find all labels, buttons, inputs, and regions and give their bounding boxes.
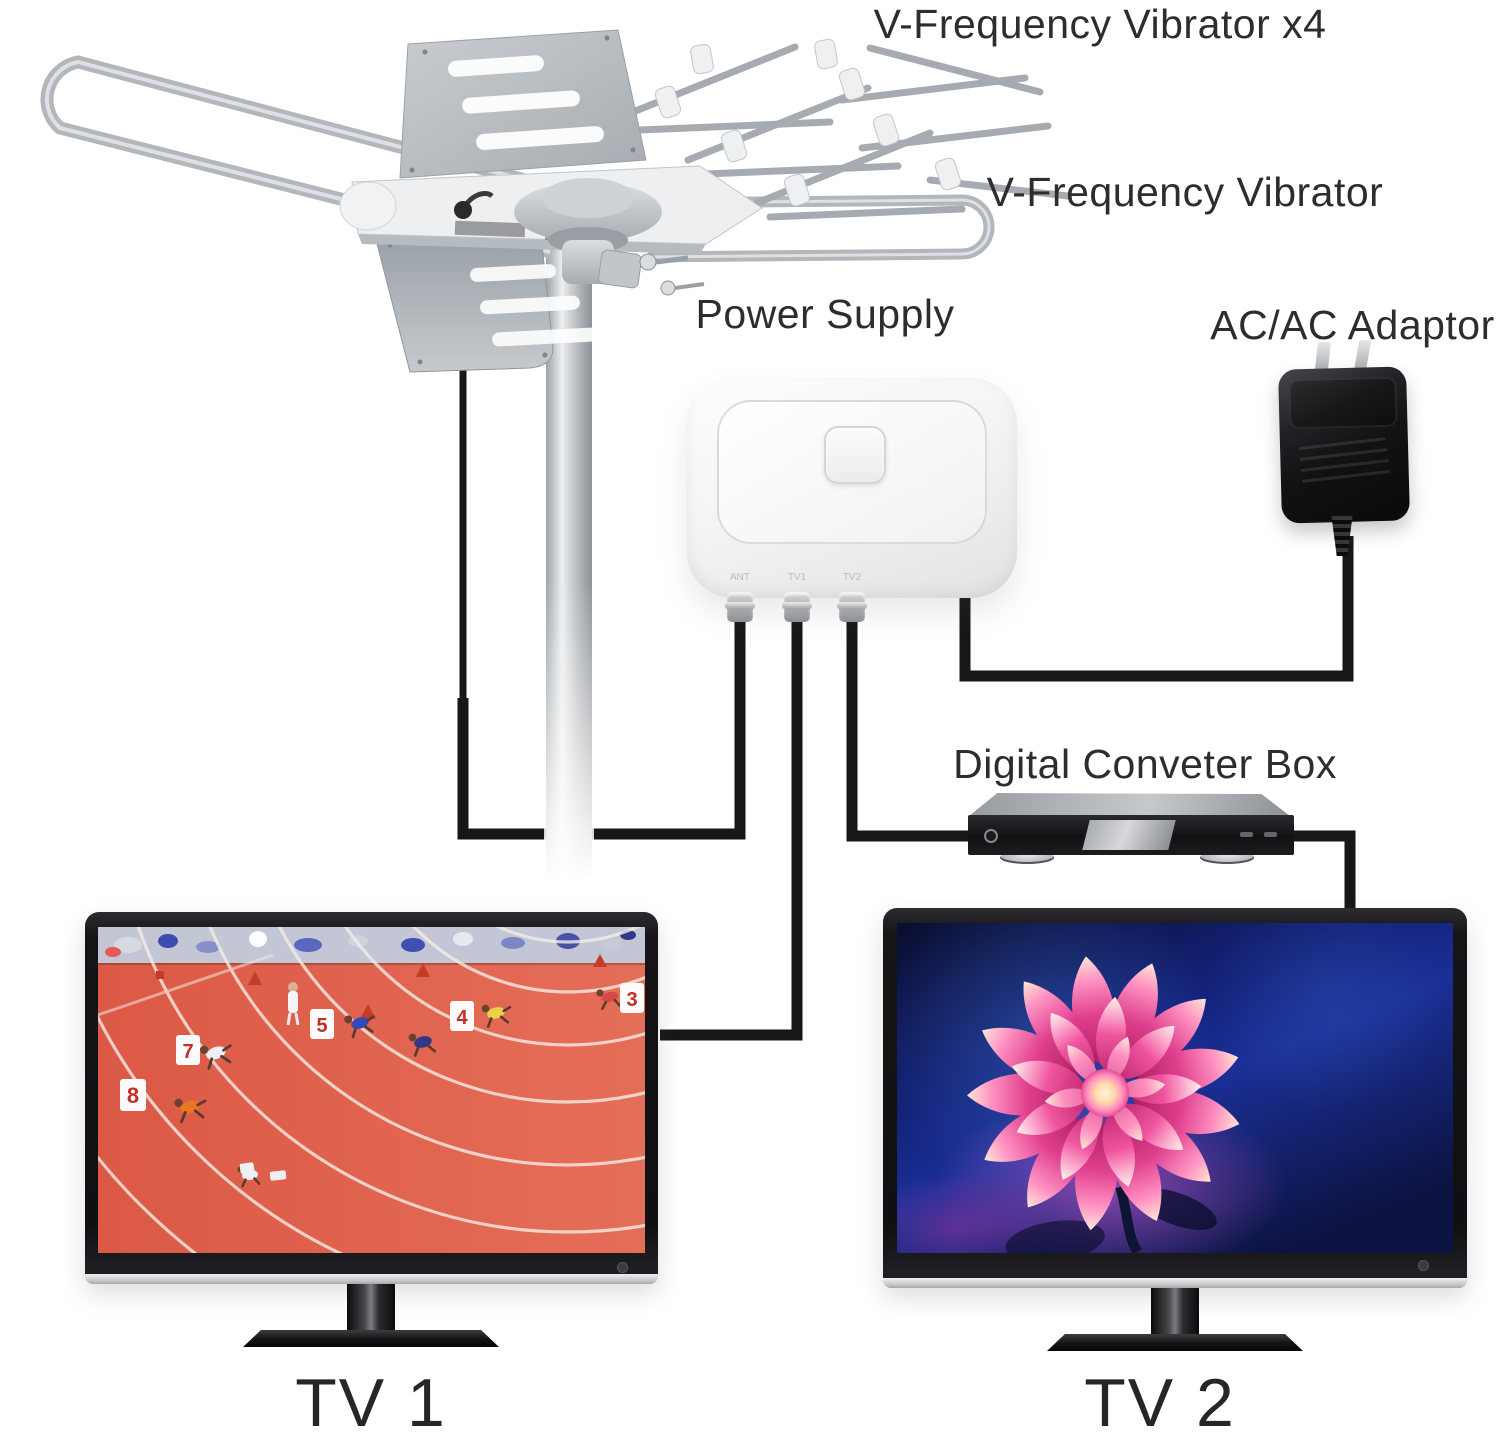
lane-number: 3 bbox=[626, 989, 637, 1011]
track-cones bbox=[156, 954, 607, 1019]
antenna-bottom-reflector bbox=[373, 225, 598, 373]
tv1: 8 7 5 4 3 bbox=[85, 912, 658, 1284]
tv2 bbox=[883, 908, 1467, 1288]
converter-box-button bbox=[1264, 832, 1277, 837]
coax-port-tv1 bbox=[782, 592, 812, 622]
ac-adapter bbox=[1278, 336, 1412, 558]
lane-number: 7 bbox=[182, 1041, 193, 1063]
lane-number: 4 bbox=[456, 1007, 468, 1029]
converter-box-button bbox=[1240, 832, 1253, 837]
port-label-tv2: TV2 bbox=[842, 572, 862, 583]
converter-box-front bbox=[968, 815, 1294, 855]
label-tv2: TV 2 bbox=[1084, 1365, 1236, 1441]
tv2-silver-trim bbox=[883, 1278, 1467, 1288]
port-label-ant: ANT bbox=[730, 572, 750, 583]
lane-number: 8 bbox=[127, 1083, 139, 1108]
antenna-dipole-clips bbox=[654, 38, 962, 207]
lane-lines bbox=[98, 927, 645, 1253]
adapter-strain-relief bbox=[1331, 516, 1353, 556]
antenna-mast bbox=[544, 248, 594, 880]
antenna-boom bbox=[339, 165, 763, 296]
antenna-top-reflector bbox=[399, 29, 647, 179]
starting-blocks bbox=[239, 1162, 287, 1181]
dahlia-flower bbox=[966, 953, 1245, 1253]
cable-tv1-port-to-tv1 bbox=[660, 618, 803, 1041]
cable-antenna-to-ant-port bbox=[457, 616, 746, 840]
converter-box bbox=[968, 793, 1294, 869]
lane-number-cards: 8 7 5 4 3 bbox=[120, 983, 644, 1111]
label-tv1: TV 1 bbox=[295, 1365, 447, 1441]
antenna-feed-connector bbox=[454, 191, 494, 219]
tv2-flower-scene bbox=[897, 923, 1453, 1253]
converter-box-display bbox=[1082, 820, 1176, 850]
tv2-power-led bbox=[1418, 1260, 1429, 1271]
antenna-v-dipoles bbox=[614, 43, 1072, 221]
label-v-frequency-vibrator-x4: V-Frequency Vibrator x4 bbox=[873, 1, 1327, 47]
label-digital-converter-box: Digital Conveter Box bbox=[953, 741, 1337, 787]
tv1-screen: 8 7 5 4 3 bbox=[98, 927, 645, 1253]
track-official bbox=[286, 982, 300, 1026]
cable-adapter-to-power-supply bbox=[959, 536, 1354, 682]
power-supply-box: ANT TV1 TV2 bbox=[687, 378, 1017, 622]
adapter-body bbox=[1278, 366, 1410, 524]
tv2-stand-base bbox=[1047, 1334, 1303, 1351]
power-supply-button bbox=[824, 426, 886, 484]
athletes bbox=[174, 989, 622, 1188]
coax-port-ant bbox=[725, 592, 755, 622]
tv1-stand-base bbox=[243, 1330, 499, 1347]
antenna-left-loop bbox=[40, 55, 565, 259]
tv1-silver-trim bbox=[85, 1274, 658, 1284]
tv1-stand-neck bbox=[347, 1284, 395, 1336]
lane-number: 5 bbox=[316, 1015, 327, 1037]
outdoor-antenna bbox=[40, 29, 1072, 880]
adapter-emboss-text bbox=[1298, 435, 1391, 491]
coax-port-tv2 bbox=[837, 592, 867, 622]
label-power-supply: Power Supply bbox=[695, 291, 955, 337]
antenna-right-loop bbox=[647, 194, 995, 263]
adapter-top-band bbox=[1288, 376, 1398, 430]
port-label-tv1: TV1 bbox=[787, 572, 807, 583]
label-v-frequency-vibrator: V-Frequency Vibrator bbox=[986, 169, 1384, 215]
converter-box-power-led bbox=[984, 829, 998, 843]
tv2-screen bbox=[897, 923, 1453, 1253]
tv1-track-scene: 8 7 5 4 3 bbox=[98, 927, 645, 1253]
converter-box-lid bbox=[968, 793, 1294, 819]
tv2-stand-neck bbox=[1151, 1288, 1199, 1340]
label-ac-ac-adaptor: AC/AC Adaptor bbox=[1210, 302, 1495, 348]
tv1-power-led bbox=[617, 1262, 628, 1273]
